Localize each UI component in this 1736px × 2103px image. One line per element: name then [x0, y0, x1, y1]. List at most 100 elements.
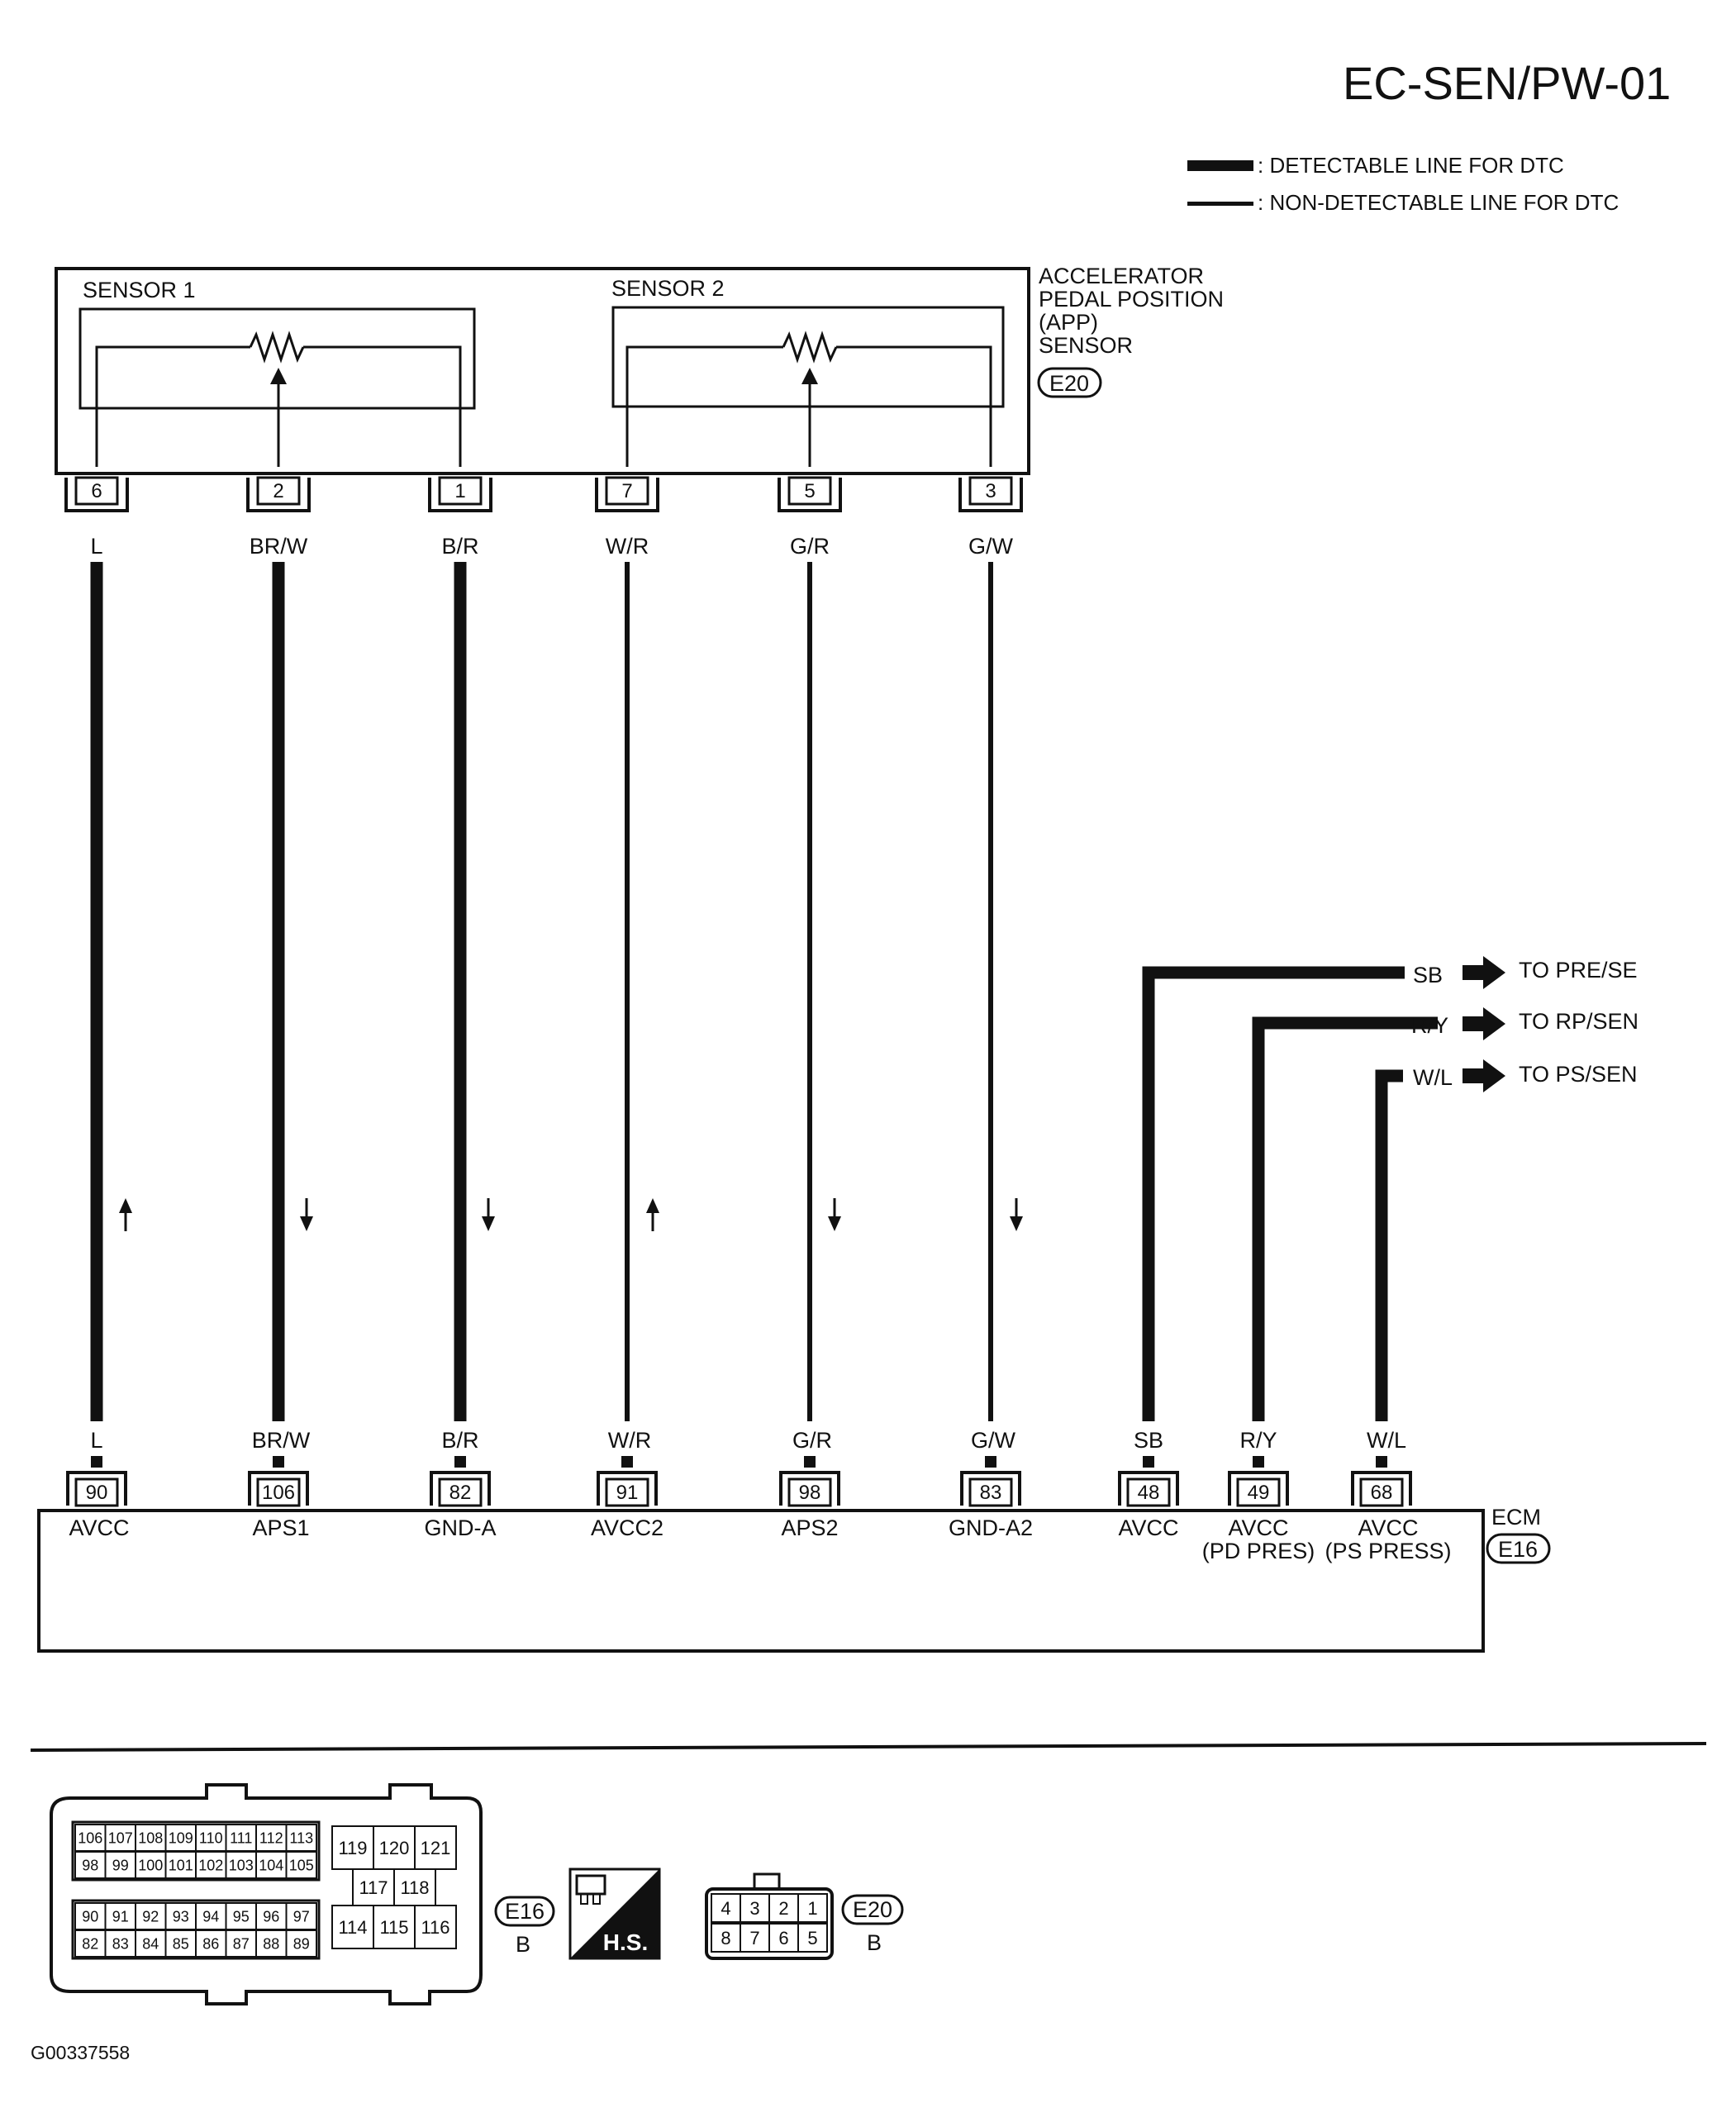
sensor-pin-2: 2 BR/W	[246, 476, 311, 559]
branch-wire-color: R/Y	[1411, 1013, 1448, 1038]
wire-color-label: W/R	[608, 1428, 651, 1453]
cavity-number: 94	[202, 1908, 219, 1925]
pin-bracket	[430, 1471, 491, 1506]
wire-color-label: G/R	[790, 534, 830, 559]
ecm: ECM E16	[37, 1505, 1551, 1653]
connector-e16-tag: E16 B	[494, 1896, 555, 1957]
section-divider	[30, 1742, 1707, 1752]
pin-box	[1126, 1477, 1171, 1507]
pin-number: 48	[1138, 1482, 1160, 1504]
connector-e20-latch	[753, 1872, 781, 1891]
cavity-number: 101	[169, 1857, 193, 1873]
cavity-number: 90	[82, 1908, 98, 1925]
pin-number: 106	[262, 1482, 295, 1504]
cavity-number: 7	[749, 1928, 759, 1948]
sensor1-track	[95, 345, 250, 467]
pin-box	[605, 476, 649, 506]
wire-r-y	[1252, 1016, 1438, 1421]
sensor1-wiper-arrow	[270, 368, 287, 384]
app-sensor-connector-id: E20	[1049, 371, 1089, 396]
cavity-number: 82	[82, 1935, 98, 1952]
pin-bracket	[428, 478, 492, 512]
cavity-number: 93	[173, 1908, 189, 1925]
terminal-name: AVCC	[1228, 1515, 1288, 1540]
pin-stub	[621, 1456, 633, 1468]
ecm-pin-7: SB 48 AVCC	[1118, 1428, 1179, 1540]
pin-stub	[454, 1456, 466, 1468]
cavity-number: 98	[82, 1857, 98, 1873]
sensor2-track	[625, 345, 783, 467]
terminal-name: AVCC2	[591, 1515, 663, 1540]
cavity-number: 1	[807, 1898, 817, 1919]
cavity-number: 86	[202, 1935, 219, 1952]
pin-number: 82	[449, 1482, 472, 1504]
wire-color-label: B/R	[441, 1428, 478, 1453]
pin-bracket	[1118, 1471, 1179, 1506]
pin-number: 7	[621, 480, 632, 502]
ecm-connector-id: E16	[1498, 1537, 1538, 1562]
arrow-down-head	[828, 1216, 841, 1231]
pin-bracket	[595, 478, 659, 512]
branch-destination: TO RP/SEN	[1519, 1009, 1638, 1034]
ecm-pin-4: W/R 91 AVCC2	[591, 1428, 663, 1540]
pin-stub	[1253, 1456, 1264, 1468]
pin-bracket	[1228, 1471, 1289, 1506]
cavity-cell	[797, 1923, 828, 1953]
pin-box	[74, 1477, 119, 1507]
cavity-number: 5	[807, 1928, 817, 1948]
cavity-number: 8	[721, 1928, 730, 1948]
connector-e20-outline	[705, 1887, 834, 1960]
pin-box	[256, 476, 301, 506]
wire-sb	[1142, 966, 1405, 1421]
cavity-cell	[285, 1851, 317, 1879]
cavity-number: 110	[199, 1829, 223, 1846]
cavity-number: 102	[198, 1857, 223, 1873]
connector-e16-block-lower	[71, 1899, 321, 1960]
cavity-number: 88	[263, 1935, 279, 1952]
pin-number: 3	[985, 480, 996, 502]
branch-r-y: R/Y TO RP/SEN	[1411, 1007, 1638, 1040]
branch-arrow-icon	[1463, 1059, 1505, 1092]
app-sensor-connector-badge	[1037, 367, 1102, 398]
connector-e20-tag: E20 B	[841, 1894, 904, 1955]
sensor1-track-right	[303, 345, 462, 467]
cavity-number: 103	[229, 1857, 254, 1873]
pin-stub	[1143, 1456, 1154, 1468]
wire-color-label: G/R	[792, 1428, 832, 1453]
wire-color-label: W/R	[606, 534, 649, 559]
cavity-number: 109	[169, 1829, 193, 1846]
pin-box	[1236, 1477, 1281, 1507]
cavity-number: 99	[112, 1857, 129, 1873]
connector-e16-color: B	[516, 1932, 530, 1957]
cavity-number: 112	[259, 1829, 283, 1846]
ecm-pin-1: L 90 AVCC	[66, 1428, 130, 1540]
pin-number: 49	[1248, 1482, 1270, 1504]
pin-number: 6	[91, 480, 102, 502]
pin-box	[74, 476, 119, 506]
pin-bracket	[248, 1471, 309, 1506]
cavity-number: 92	[142, 1908, 159, 1925]
sensor-pin-3: 1 B/R	[428, 476, 492, 559]
arrow-down-head	[300, 1216, 313, 1231]
wire-color-label: W/L	[1367, 1428, 1406, 1453]
pin-bracket	[246, 478, 311, 512]
terminal-name: AVCC	[1118, 1515, 1178, 1540]
terminal-name: APS2	[781, 1515, 838, 1540]
hs-label: H.S.	[603, 1929, 648, 1955]
pin-bracket	[779, 1471, 840, 1506]
cavity-number: 95	[233, 1908, 250, 1925]
drawing-code: G00337558	[31, 2042, 130, 2063]
cavity-number: 107	[108, 1829, 133, 1846]
pin-number: 91	[616, 1482, 639, 1504]
pin-box	[605, 1477, 649, 1507]
sensor2-box	[611, 306, 1005, 408]
app-sensor-name-line-3: (APP)	[1039, 310, 1098, 335]
cavity-number: 83	[112, 1935, 129, 1952]
connector-plug-icon	[575, 1874, 606, 1905]
pin-bracket	[66, 1471, 127, 1506]
sensor-pin-4: 7 W/R	[595, 476, 659, 559]
arrow-up-head	[119, 1198, 132, 1213]
